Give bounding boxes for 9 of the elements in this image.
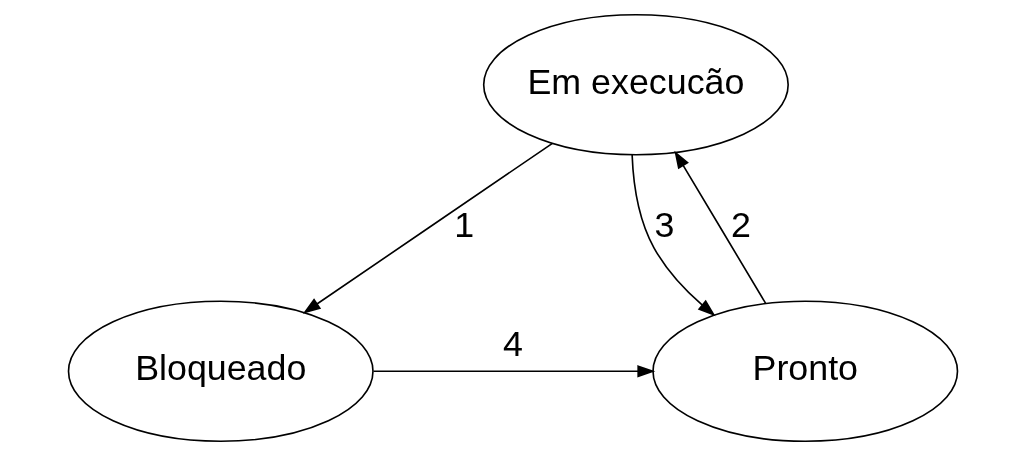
arrow	[630, 154, 716, 317]
edge-label: 4	[502, 323, 523, 364]
arrow	[372, 365, 655, 378]
node-ellipse: Em execucão	[482, 13, 789, 156]
edge-label: 3	[653, 205, 674, 246]
arrow	[302, 142, 553, 314]
edge-label: 1	[453, 205, 474, 246]
arrow	[673, 150, 767, 305]
edge-label: 2	[730, 205, 751, 246]
